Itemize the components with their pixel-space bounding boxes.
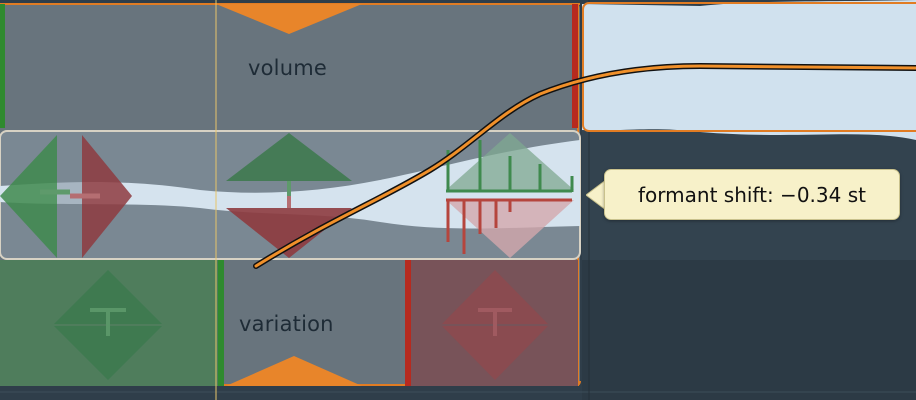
triangle-down-icon [442, 326, 548, 380]
tooltip-pointer [586, 180, 606, 210]
variation-label: variation [239, 312, 334, 336]
note-blob-right[interactable] [582, 2, 916, 132]
triangle-down-icon [54, 326, 162, 380]
triangle-down-icon[interactable] [226, 208, 352, 258]
variation-handle-icon[interactable] [226, 356, 362, 386]
variation-start-marker[interactable] [218, 260, 224, 386]
triangle-up-icon[interactable] [226, 133, 352, 181]
note-start-marker[interactable] [0, 4, 5, 128]
variation-end-marker[interactable] [405, 260, 411, 386]
waveform-right [582, 0, 916, 140]
triangle-down-icon[interactable] [446, 200, 574, 258]
triangle-right-icon[interactable] [82, 135, 132, 258]
formant-shift-tooltip: formant shift: −0.34 st [604, 169, 900, 220]
note-end-marker[interactable] [572, 4, 578, 128]
pitch-curve[interactable] [254, 64, 916, 268]
triangle-up-icon [54, 270, 162, 324]
volume-handle-icon[interactable] [216, 4, 362, 34]
volume-label: volume [248, 56, 327, 80]
triangle-left-icon[interactable] [0, 135, 57, 258]
triangle-up-icon [442, 270, 548, 324]
waveform-main [0, 140, 580, 229]
lane-band-lower [582, 260, 916, 400]
